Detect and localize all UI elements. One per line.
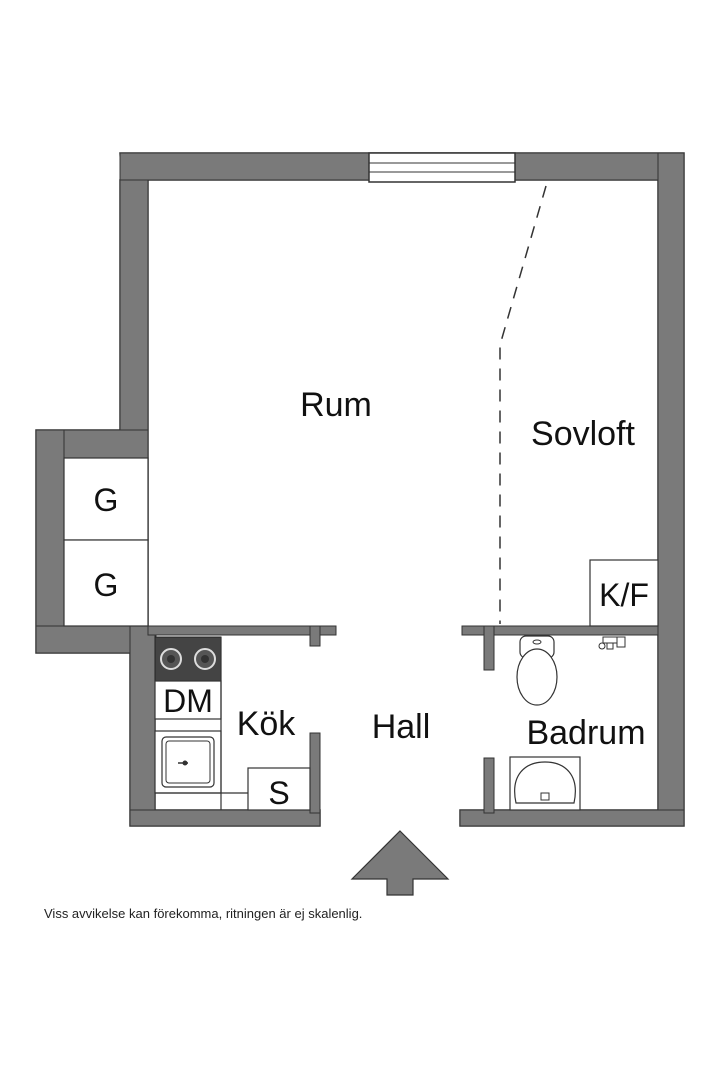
wall-bath-left-upper bbox=[483, 625, 495, 671]
window-icon bbox=[368, 152, 516, 183]
wall-left-upper bbox=[119, 152, 149, 459]
wardrobe-lower-label: G bbox=[94, 567, 119, 603]
disclaimer-text: Viss avvikelse kan förekomma, ritningen … bbox=[44, 906, 363, 921]
wall-bottom-left bbox=[129, 809, 321, 827]
room-label-kok: Kök bbox=[237, 705, 297, 743]
fridge-freezer-label: K/F bbox=[599, 577, 649, 613]
fridge-freezer: K/F bbox=[589, 559, 659, 627]
wall-bath-left-lower bbox=[483, 757, 495, 814]
room-label-sovloft: Sovloft bbox=[531, 415, 635, 453]
room-label-hall: Hall bbox=[372, 708, 431, 746]
wall-right bbox=[657, 152, 685, 827]
wardrobe-upper-label: G bbox=[94, 482, 119, 518]
storage-label: S bbox=[268, 775, 289, 811]
stove-icon bbox=[154, 636, 222, 682]
wall-kitchen-right bbox=[309, 732, 321, 814]
dishwasher: DM bbox=[154, 680, 222, 720]
interior-walls bbox=[147, 625, 659, 814]
dishwasher-label: DM bbox=[163, 683, 213, 719]
wall-kitchen-top-stub bbox=[309, 625, 321, 647]
wardrobe-upper: G bbox=[63, 457, 149, 541]
storage: S bbox=[247, 767, 311, 811]
room-label-rum: Rum bbox=[300, 386, 372, 424]
wall-left-lower bbox=[129, 625, 156, 827]
sink-icon bbox=[154, 730, 222, 794]
washbasin-icon bbox=[509, 756, 581, 811]
entrance-arrow-icon bbox=[350, 830, 450, 896]
wall-bump-left bbox=[35, 429, 65, 654]
tap-icon bbox=[598, 636, 626, 650]
wall-kitchen-top bbox=[147, 625, 337, 636]
wall-bath-top bbox=[461, 625, 659, 636]
wardrobe-lower: G bbox=[63, 539, 149, 627]
toilet-icon bbox=[516, 635, 558, 706]
room-label-badrum: Badrum bbox=[526, 714, 645, 752]
sovloft-dashed-boundary bbox=[499, 185, 547, 624]
